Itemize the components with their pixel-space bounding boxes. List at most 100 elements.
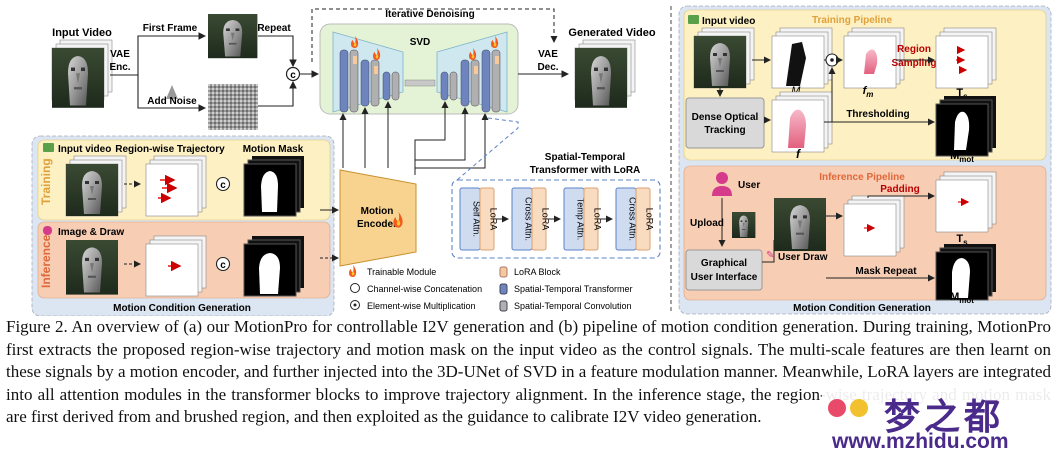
stt-block-label-1: LoRA: [489, 208, 499, 231]
pencil-icon: ✎: [766, 250, 774, 261]
inference-trajectory-stack: [145, 235, 207, 297]
legend-conv-swatch: [499, 300, 508, 312]
infer-concat-node: [215, 256, 231, 272]
first-frame-image: [208, 14, 258, 59]
ts-stack: [935, 27, 997, 89]
upload-image: [732, 212, 756, 238]
training-tag: Training: [39, 158, 53, 205]
region-sampling-label-1: Region: [897, 44, 931, 55]
gui-label-1: Graphical: [701, 258, 747, 269]
unet-bars: [339, 49, 501, 113]
stt-block: [451, 179, 661, 259]
vae-enc-label-2: Enc.: [109, 62, 130, 73]
train-concat-label: c: [220, 180, 226, 191]
fm-label: fm: [863, 85, 874, 99]
input-video-stack: [51, 39, 113, 108]
stt-block-5: [583, 187, 599, 251]
legend-concat: Channel-wise Concatenation: [367, 284, 482, 294]
flow-stack: [771, 91, 833, 153]
figure-caption: Figure 2. An overview of (a) our MotionP…: [6, 317, 1051, 426]
stt-block-label-7: LoRA: [645, 208, 655, 231]
stt-block-label-5: LoRA: [593, 208, 603, 231]
repeat-label: Repeat: [257, 23, 291, 34]
inference-tag: Inference: [39, 234, 53, 288]
legend-fire-icon: [349, 265, 357, 277]
user-draw-label: User Draw: [778, 252, 828, 263]
concat-node-label: c: [290, 70, 296, 81]
stt-title-2: Transformer with LoRA: [530, 165, 641, 176]
legend: Trainable Module Channel-wise Concatenat…: [349, 265, 633, 312]
stt-block-label-4: Temp Attn.: [576, 198, 586, 241]
concat-node: [285, 66, 301, 82]
motion-encoder-label-2: Encoder: [357, 219, 397, 230]
stt-block-3: [531, 187, 547, 251]
thresholding-label: Thresholding: [846, 109, 909, 120]
method-diagram: Input Video VAE Enc. First Frame Repeat …: [31, 5, 1052, 316]
condition-title-left: Motion Condition Generation: [113, 303, 251, 314]
stt-block-label-3: LoRA: [541, 208, 551, 231]
mg-stack: [771, 27, 833, 89]
user-icon: [712, 172, 732, 196]
user-draw-image: [774, 198, 826, 252]
mmot-stack: [935, 96, 996, 157]
dense-tracking-label-2: Tracking: [704, 125, 745, 136]
gui-box: [685, 249, 763, 291]
legend-transformer: Spatial-Temporal Transformer: [514, 284, 633, 294]
training-input-label: Input video: [58, 144, 111, 155]
stt-block-label-0: Self Attn.: [472, 201, 482, 237]
mmot-label: Mmot: [950, 150, 974, 164]
dense-tracking-box: [685, 97, 765, 149]
gui-label-2: User Interface: [691, 272, 758, 283]
train-mask-stack: [243, 156, 304, 217]
generated-video-label: Generated Video: [568, 27, 655, 39]
watermark: 梦之都 www.mzhidu.com: [822, 386, 1054, 458]
stt-block-1: [479, 187, 495, 251]
add-noise-label: Add Noise: [147, 96, 197, 107]
svd-label: SVD: [410, 37, 431, 48]
noise-image: [208, 84, 258, 130]
vae-dec-label-2: Dec.: [537, 62, 558, 73]
motion-encoder-label-1: Motion: [361, 206, 394, 217]
right-video-icon: [688, 15, 699, 24]
ts2-label: Ts: [956, 233, 968, 247]
infer-mask-stack: [243, 236, 304, 297]
inference-mmot-stack: [935, 244, 996, 301]
motion-encoder-block: [339, 169, 417, 267]
flow-label: f: [796, 147, 801, 161]
legend-lora: LoRA Block: [514, 267, 561, 277]
inference-ts-stack: [843, 195, 905, 257]
mask-repeat-label: Mask Repeat: [855, 266, 917, 277]
inference-input-image: [66, 240, 118, 295]
region-traj-label: Region-wise Trajectory: [115, 144, 225, 155]
watermark-face-icons: [828, 394, 868, 420]
stt-title-1: Spatial-Temporal: [545, 152, 626, 163]
generated-video-stack: [574, 39, 636, 108]
padding-label: Padding: [880, 184, 919, 195]
right-input-video-stack: [693, 27, 755, 89]
region-sampling-label-2: Sampling: [891, 58, 936, 69]
feature-injection-lines: [339, 101, 489, 175]
person-icon: [43, 226, 52, 235]
iterative-denoising-label: Iterative Denoising: [385, 9, 474, 20]
watermark-url: www.mzhidu.com: [832, 430, 1009, 453]
vae-enc-label-1: VAE: [110, 49, 130, 60]
train-concat-node: [215, 176, 231, 192]
trajectory-stack: [145, 155, 207, 217]
condition-title-right: Motion Condition Generation: [793, 303, 931, 314]
mmot2-label: Mmot: [950, 291, 974, 305]
motion-mask-label: Motion Mask: [243, 144, 304, 155]
legend-lora-swatch: [499, 266, 508, 278]
padded-ts-stack: [935, 171, 997, 233]
user-label: User: [738, 180, 760, 191]
legend-concat-icon: [350, 283, 360, 293]
watermark-cn: 梦之都: [884, 397, 1005, 438]
input-video-label: Input Video: [52, 27, 112, 39]
vae-dec-label-1: VAE: [538, 49, 558, 60]
upload-label: Upload: [690, 218, 724, 229]
training-input-stack: [65, 155, 127, 217]
stt-block-label-6: Cross Attn.: [628, 197, 638, 241]
legend-transformer-swatch: [499, 283, 508, 295]
training-pipeline-title: Training Pipeline: [812, 15, 892, 26]
video-icon: [43, 143, 54, 152]
legend-trainable: Trainable Module: [367, 267, 436, 277]
